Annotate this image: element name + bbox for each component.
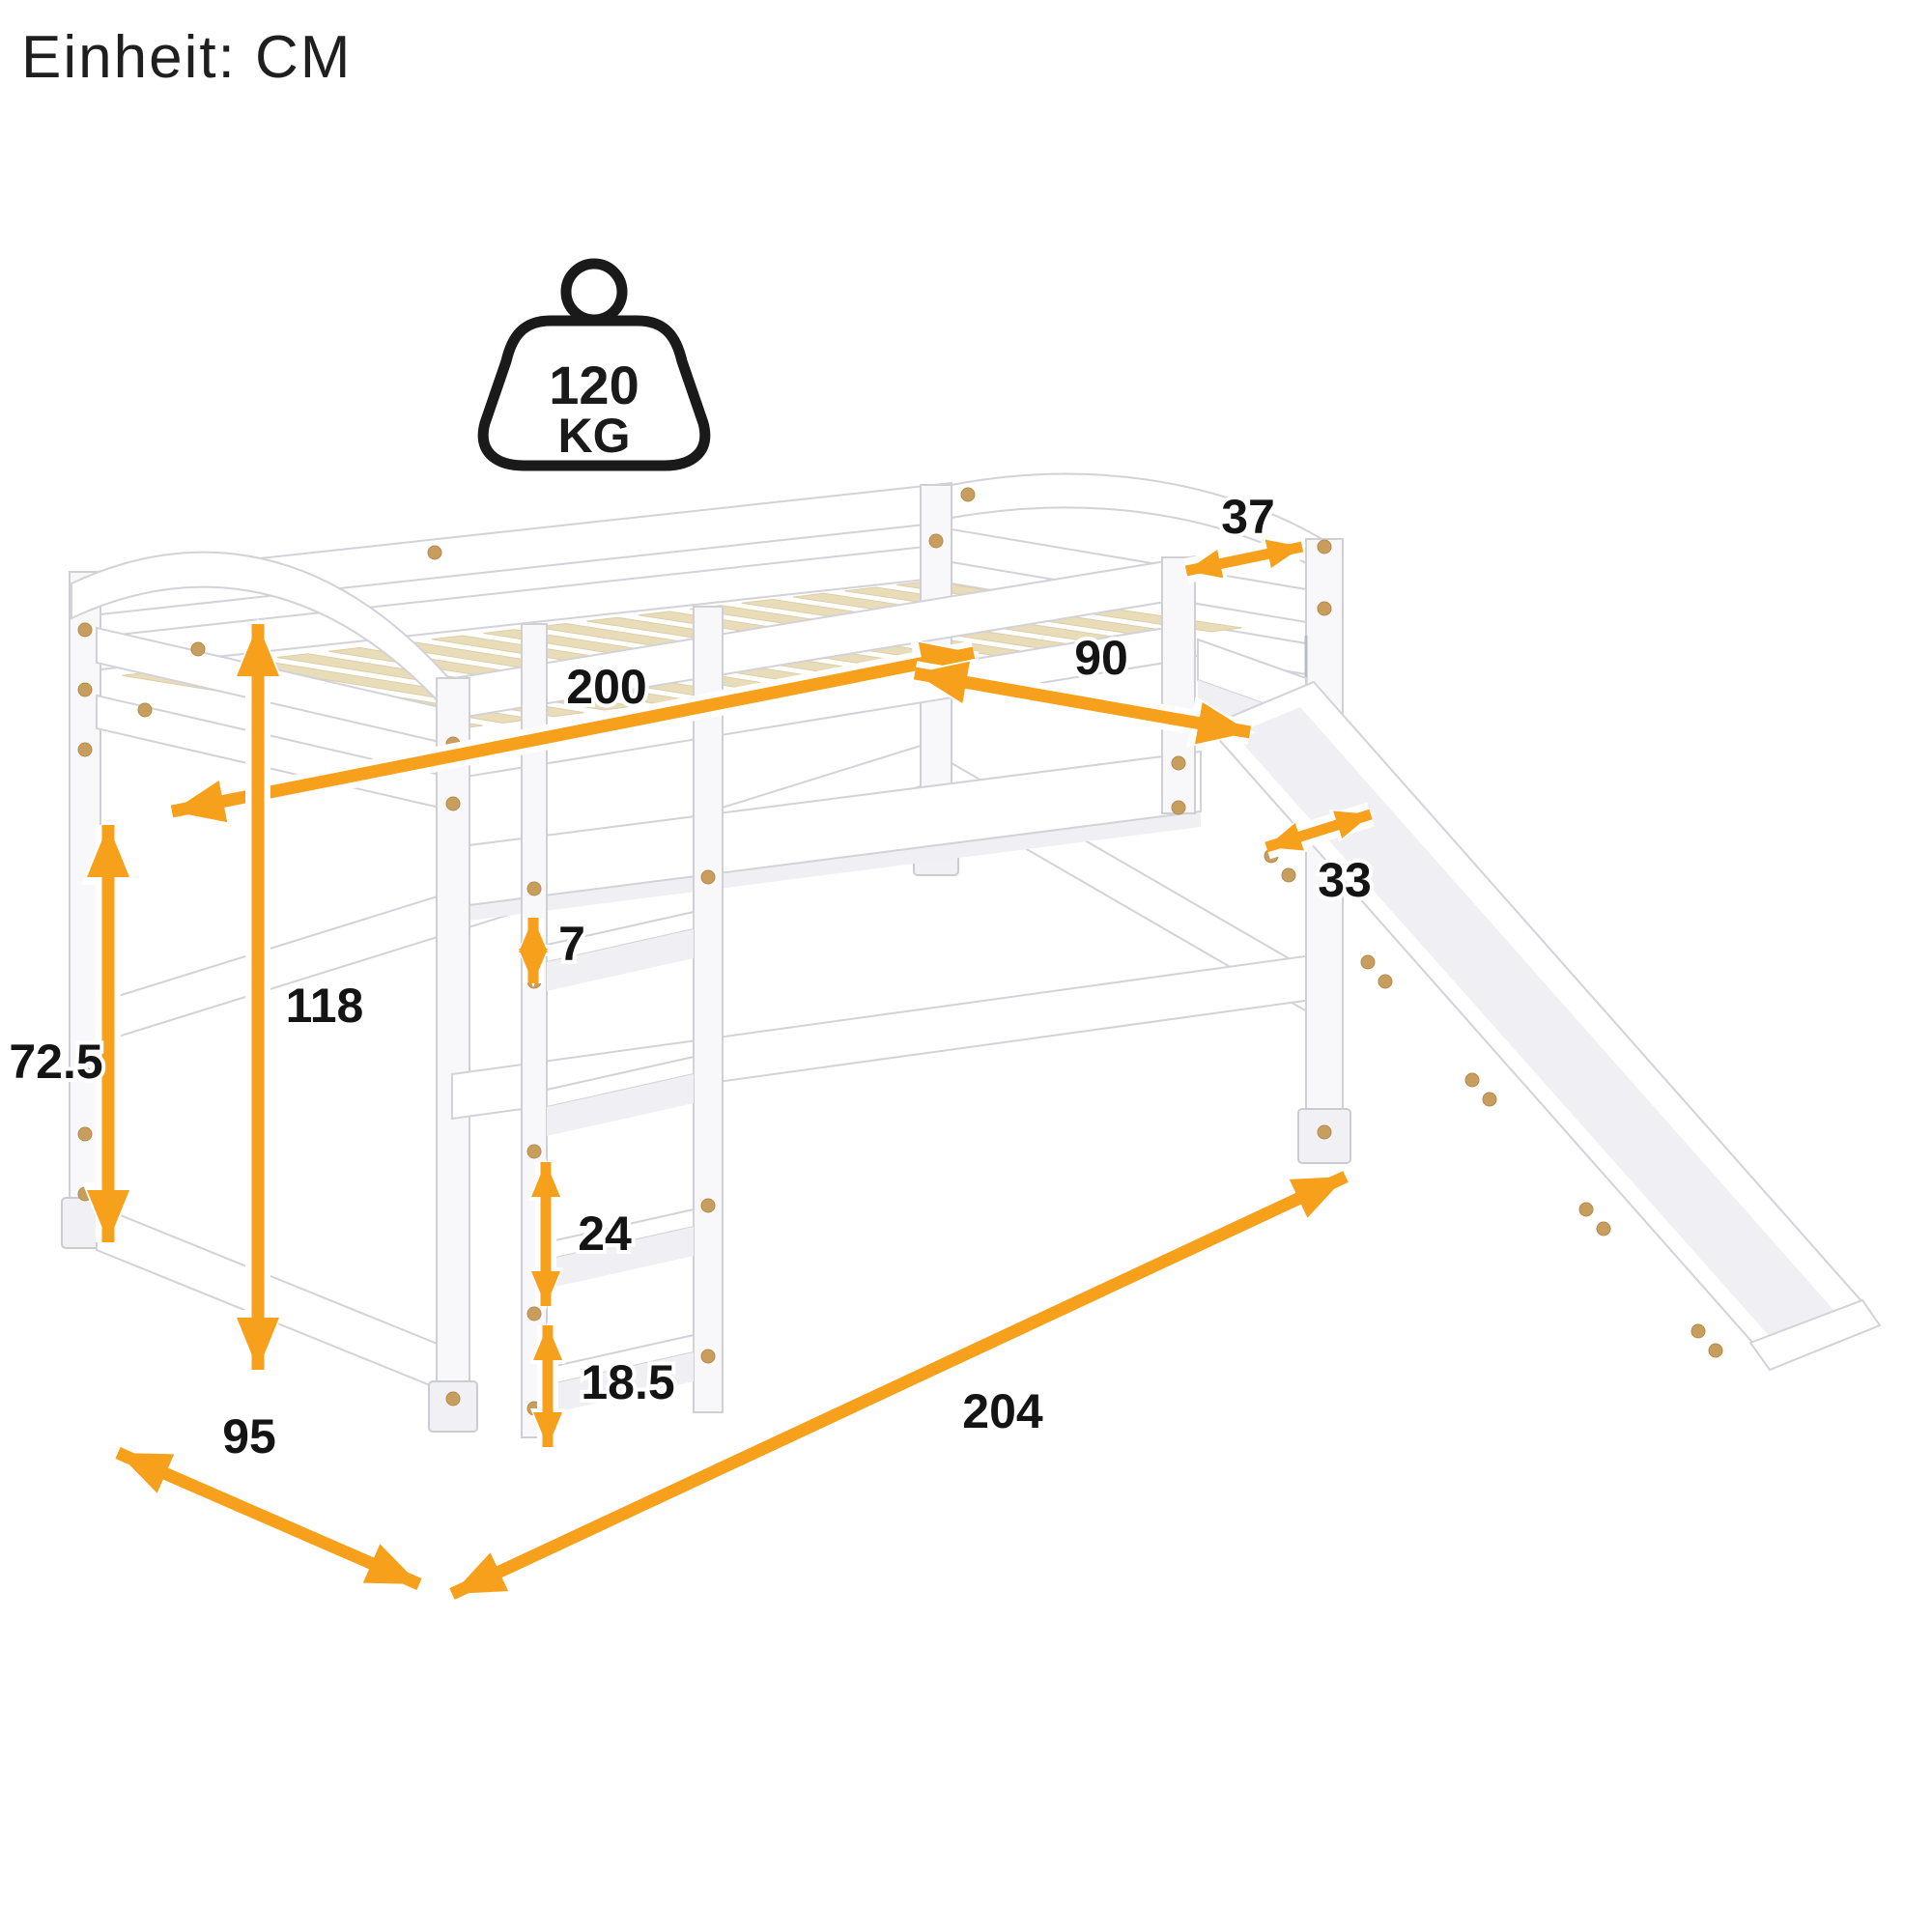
dim-arrow-37: [1182, 534, 1306, 583]
dim-label-33: 33: [1318, 853, 1372, 907]
ladder-rung-2: [546, 1055, 695, 1136]
dim-label-37: 37: [1221, 490, 1275, 544]
dim-arrow-200: [166, 639, 980, 826]
dim-arrow-95: [112, 1441, 425, 1596]
slide-end: [1748, 1298, 1882, 1372]
platform-shadow: [446, 811, 1201, 923]
dim-label-90: 90: [1074, 631, 1128, 685]
weight-capacity-value: 120: [549, 355, 639, 415]
slide-surface: [1235, 707, 1835, 1339]
dim-label-204: 204: [962, 1384, 1043, 1438]
weight-capacity-unit: KG: [558, 409, 631, 463]
unit-label: Einheit: CM: [21, 24, 352, 91]
dim-label-24: 24: [578, 1207, 632, 1261]
dim-label-18-5: 18.5: [581, 1355, 674, 1409]
guard-post: [1161, 556, 1196, 814]
front-left-post: [436, 677, 470, 1394]
dim-arrow-204: [446, 1165, 1351, 1605]
dim-label-95: 95: [222, 1409, 276, 1463]
dim-label-72-5: 72.5: [9, 1035, 102, 1089]
dim-label-7: 7: [558, 917, 585, 971]
dim-arrow-90: [909, 658, 1256, 748]
dim-arrow-33: [1263, 802, 1375, 860]
front-left-foot: [428, 1380, 478, 1433]
weight-icon: 120 KG: [477, 258, 711, 471]
dim-label-200: 200: [566, 660, 646, 714]
ladder-right-rail: [693, 606, 724, 1413]
dim-label-118: 118: [286, 979, 364, 1033]
